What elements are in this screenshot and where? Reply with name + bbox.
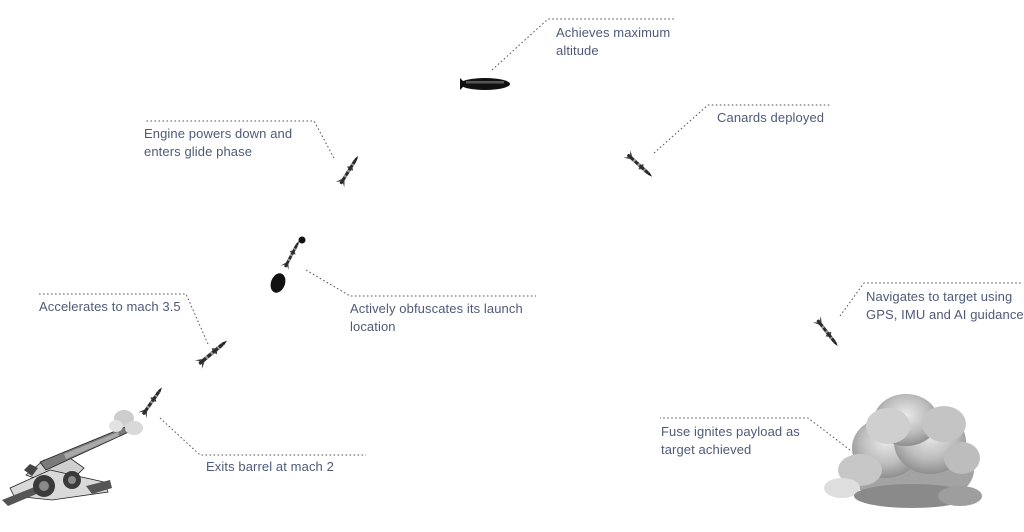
stage-label-exits-barrel: Exits barrel at mach 2 xyxy=(206,458,334,476)
stage-label-obfuscates: Actively obfuscates its launch location xyxy=(350,300,523,336)
leader-line-fuse xyxy=(660,417,851,451)
projectile-icon-obfuscates xyxy=(280,238,304,271)
stage-label-fuse: Fuse ignites payload as target achieved xyxy=(661,423,800,459)
explosion-smoke-icon xyxy=(824,394,982,508)
stage-label-accelerates: Accelerates to mach 3.5 xyxy=(39,298,181,316)
stage-label-line: altitude xyxy=(556,43,599,58)
projectile-icon-exits-barrel xyxy=(138,384,166,419)
stage-label-line: Canards deployed xyxy=(717,110,825,125)
projectile-icon-navigates xyxy=(812,316,842,350)
projectile-icon-accelerates xyxy=(194,336,231,369)
stage-label-glide: Engine powers down and enters glide phas… xyxy=(144,125,292,161)
leader-line-navigates xyxy=(839,282,1022,317)
stage-label-canards: Canards deployed xyxy=(717,109,824,127)
leader-line-accelerates xyxy=(38,293,209,345)
projectile-icon-max-altitude xyxy=(460,78,510,90)
leader-line-canards xyxy=(653,104,830,154)
stage-label-line: enters glide phase xyxy=(144,144,253,159)
stage-label-line: Engine powers down and xyxy=(144,126,293,141)
howitzer-icon xyxy=(2,424,134,506)
stage-label-max-altitude: Achieves maximum altitude xyxy=(556,24,670,60)
muzzle-smoke-icon xyxy=(109,410,143,435)
stage-label-line: Exits barrel at mach 2 xyxy=(206,459,334,474)
projectile-icon-glide xyxy=(335,153,363,188)
stage-label-line: Actively obfuscates its launch xyxy=(350,301,523,316)
stage-label-line: Fuse ignites payload as xyxy=(661,424,800,439)
decoy-flare-icon xyxy=(270,273,286,293)
leader-lines xyxy=(38,18,1022,456)
leader-line-obfuscates xyxy=(305,269,536,297)
stage-label-navigates: Navigates to target using GPS, IMU and A… xyxy=(866,288,1024,324)
leader-line-max-altitude xyxy=(491,18,676,71)
stage-label-line: Navigates to target using xyxy=(866,289,1013,304)
decoy-particle-icon xyxy=(298,236,306,244)
projectile-icon-canards xyxy=(623,150,656,181)
stage-label-line: Accelerates to mach 3.5 xyxy=(39,299,181,314)
stage-label-line: location xyxy=(350,319,396,334)
leader-line-exits-barrel xyxy=(159,417,366,456)
stage-label-line: GPS, IMU and AI guidance xyxy=(866,307,1024,322)
stage-label-line: Achieves maximum xyxy=(556,25,671,40)
stage-label-line: target achieved xyxy=(661,442,752,457)
